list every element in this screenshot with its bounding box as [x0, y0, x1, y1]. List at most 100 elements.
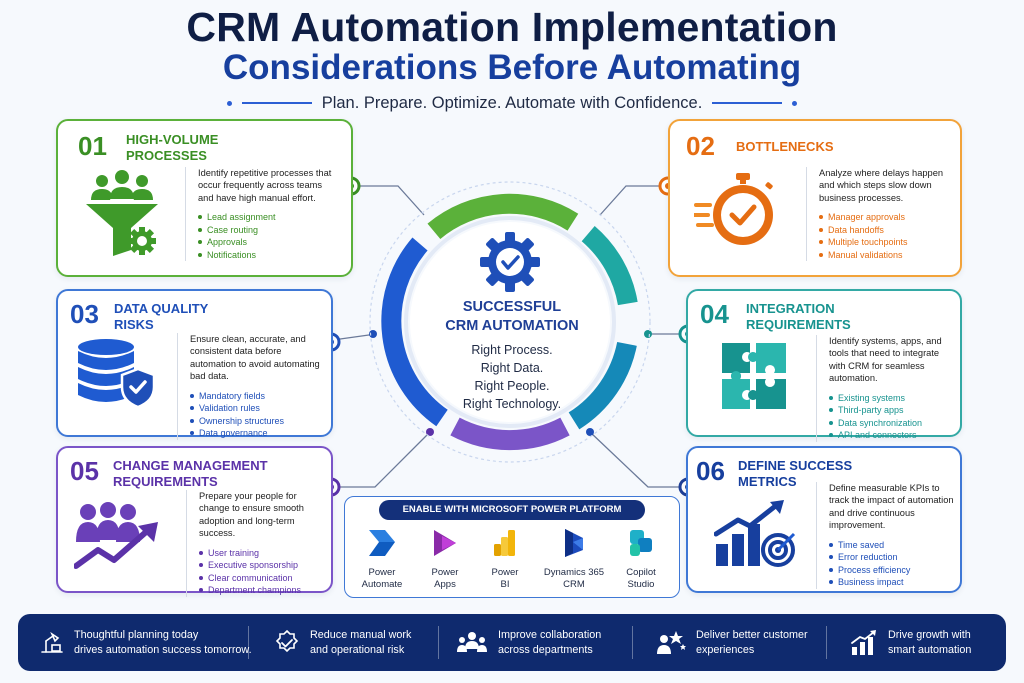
power-platform-title: ENABLE WITH MICROSOFT POWER PLATFORM — [379, 500, 645, 520]
center-title-line1: SUCCESSFUL — [462, 299, 562, 315]
puzzle-icon — [720, 341, 790, 416]
list-item: Executive sponsorship — [199, 559, 326, 572]
card-heading: DATA QUALITY RISKS — [114, 301, 209, 332]
list-item: Ownership structures — [190, 415, 327, 428]
growth-chart-icon — [851, 629, 876, 655]
main-subtitle: Considerations Before Automating — [222, 48, 802, 87]
list-item: User training — [199, 547, 326, 560]
card-number: 03 — [70, 299, 99, 329]
list-item: Data synchronization — [829, 417, 956, 430]
list-item: Process efficiency — [829, 564, 956, 577]
card-heading: HIGH-VOLUME PROCESSES — [126, 132, 219, 163]
card-description: Identify repetitive processes that occur… — [198, 168, 332, 203]
power-bi-icon — [494, 530, 515, 556]
tagline-row: Plan. Prepare. Optimize. Automate with C… — [0, 92, 1024, 114]
people-funnel-gear-icon — [82, 169, 162, 262]
card-description: Ensure clean, accurate, and consistent d… — [190, 334, 320, 382]
ring-segment-blue — [381, 237, 448, 427]
card-heading: INTEGRATION REQUIREMENTS — [746, 301, 851, 332]
card-description: Prepare your people for change to ensure… — [199, 491, 304, 539]
list-item: Manager approvals — [819, 211, 956, 224]
ring-segment-green — [427, 193, 579, 240]
center-title-line2: CRM AUTOMATION — [445, 318, 579, 334]
ring-segment-teal — [581, 226, 638, 306]
card-success-metrics: 06 DEFINE SUCCESS METRICS Define measura… — [686, 446, 962, 593]
list-item: Third-party apps — [829, 404, 956, 417]
list-item: Multiple touchpoints — [819, 236, 956, 249]
card-data-quality-risks: 03 DATA QUALITY RISKS Ensure clean, accu… — [56, 289, 333, 440]
list-item: Error reduction — [829, 551, 956, 564]
card-high-volume-processes: 01 HIGH-VOLUME PROCESSES Identify repeti… — [56, 119, 353, 277]
card-number: 01 — [78, 131, 107, 161]
card-number: 05 — [70, 456, 99, 486]
list-item: Approvals — [198, 236, 340, 249]
list-item: Existing systems — [829, 392, 956, 405]
list-item: Data handoffs — [819, 224, 956, 237]
list-item: Manual validations — [819, 249, 956, 262]
badge-check-icon — [275, 629, 299, 652]
main-title: CRM Automation Implementation — [186, 4, 838, 50]
list-item: Data governance — [190, 427, 327, 440]
list-item: Mandatory fields — [190, 390, 327, 403]
center-label: SUCCESSFUL CRM AUTOMATION Right Process.… — [412, 298, 612, 413]
list-item: Case routing — [198, 224, 340, 237]
desk-lamp-icon — [41, 631, 63, 653]
card-description: Define measurable KPIs to track the impa… — [829, 483, 954, 531]
card-change-management: 05 CHANGE MANAGEMENT REQUIREMENTS Prepar… — [56, 446, 333, 597]
dynamics-365-icon — [565, 529, 583, 557]
card-list: Lead assignment Case routing Approvals N… — [198, 211, 340, 261]
card-description: Identify systems, apps, and tools that n… — [829, 336, 942, 384]
card-description: Analyze where delays happen and which st… — [819, 168, 944, 203]
list-item: Department champions — [199, 584, 326, 597]
list-item: Validation rules — [190, 402, 327, 415]
card-list: Mandatory fields Validation rules Owners… — [190, 390, 327, 440]
power-automate-icon — [369, 530, 395, 556]
card-list: Time saved Error reduction Process effic… — [829, 539, 956, 589]
stopwatch-icon — [692, 171, 780, 256]
card-bottlenecks: 02 BOTTLENECKS Analyze where delays happ… — [668, 119, 962, 277]
list-item: Business impact — [829, 576, 956, 589]
card-heading: CHANGE MANAGEMENT REQUIREMENTS — [113, 458, 268, 489]
ring-segment-purple — [450, 417, 570, 451]
list-item: Notifications — [198, 249, 340, 262]
card-integration-requirements: 04 INTEGRATION REQUIREMENTS Identify sys… — [686, 289, 962, 442]
list-item: Clear communication — [199, 572, 326, 585]
center-line-process: Right Process. — [471, 343, 553, 357]
center-line-people: Right People. — [474, 379, 550, 393]
people-growth-icon — [73, 502, 164, 579]
card-number: 02 — [686, 131, 715, 161]
customer-star-icon — [657, 630, 686, 654]
card-number: 04 — [700, 299, 729, 329]
card-heading: BOTTLENECKS — [736, 139, 834, 154]
ring-segments — [381, 193, 638, 451]
gear-check-icon — [480, 232, 540, 292]
card-list: User training Executive sponsorship Clea… — [199, 547, 326, 597]
list-item: API and connectors — [829, 429, 956, 442]
center-line-technology: Right Technology. — [462, 397, 562, 411]
center-line-data: Right Data. — [480, 361, 544, 375]
list-item: Lead assignment — [198, 211, 340, 224]
card-list: Existing systems Third-party apps Data s… — [829, 392, 956, 442]
card-number: 06 — [696, 456, 725, 486]
ring-segment-teal-blue — [568, 341, 637, 430]
tagline: Plan. Prepare. Optimize. Automate with C… — [321, 93, 703, 112]
team-icon — [457, 631, 487, 652]
footer-banner — [18, 614, 1006, 671]
database-shield-icon — [76, 339, 160, 416]
card-heading: DEFINE SUCCESS METRICS — [738, 458, 853, 489]
list-item: Time saved — [829, 539, 956, 552]
power-apps-icon — [434, 530, 456, 556]
chart-target-icon — [713, 500, 798, 573]
card-list: Manager approvals Data handoffs Multiple… — [819, 211, 956, 261]
copilot-studio-icon — [630, 530, 652, 556]
